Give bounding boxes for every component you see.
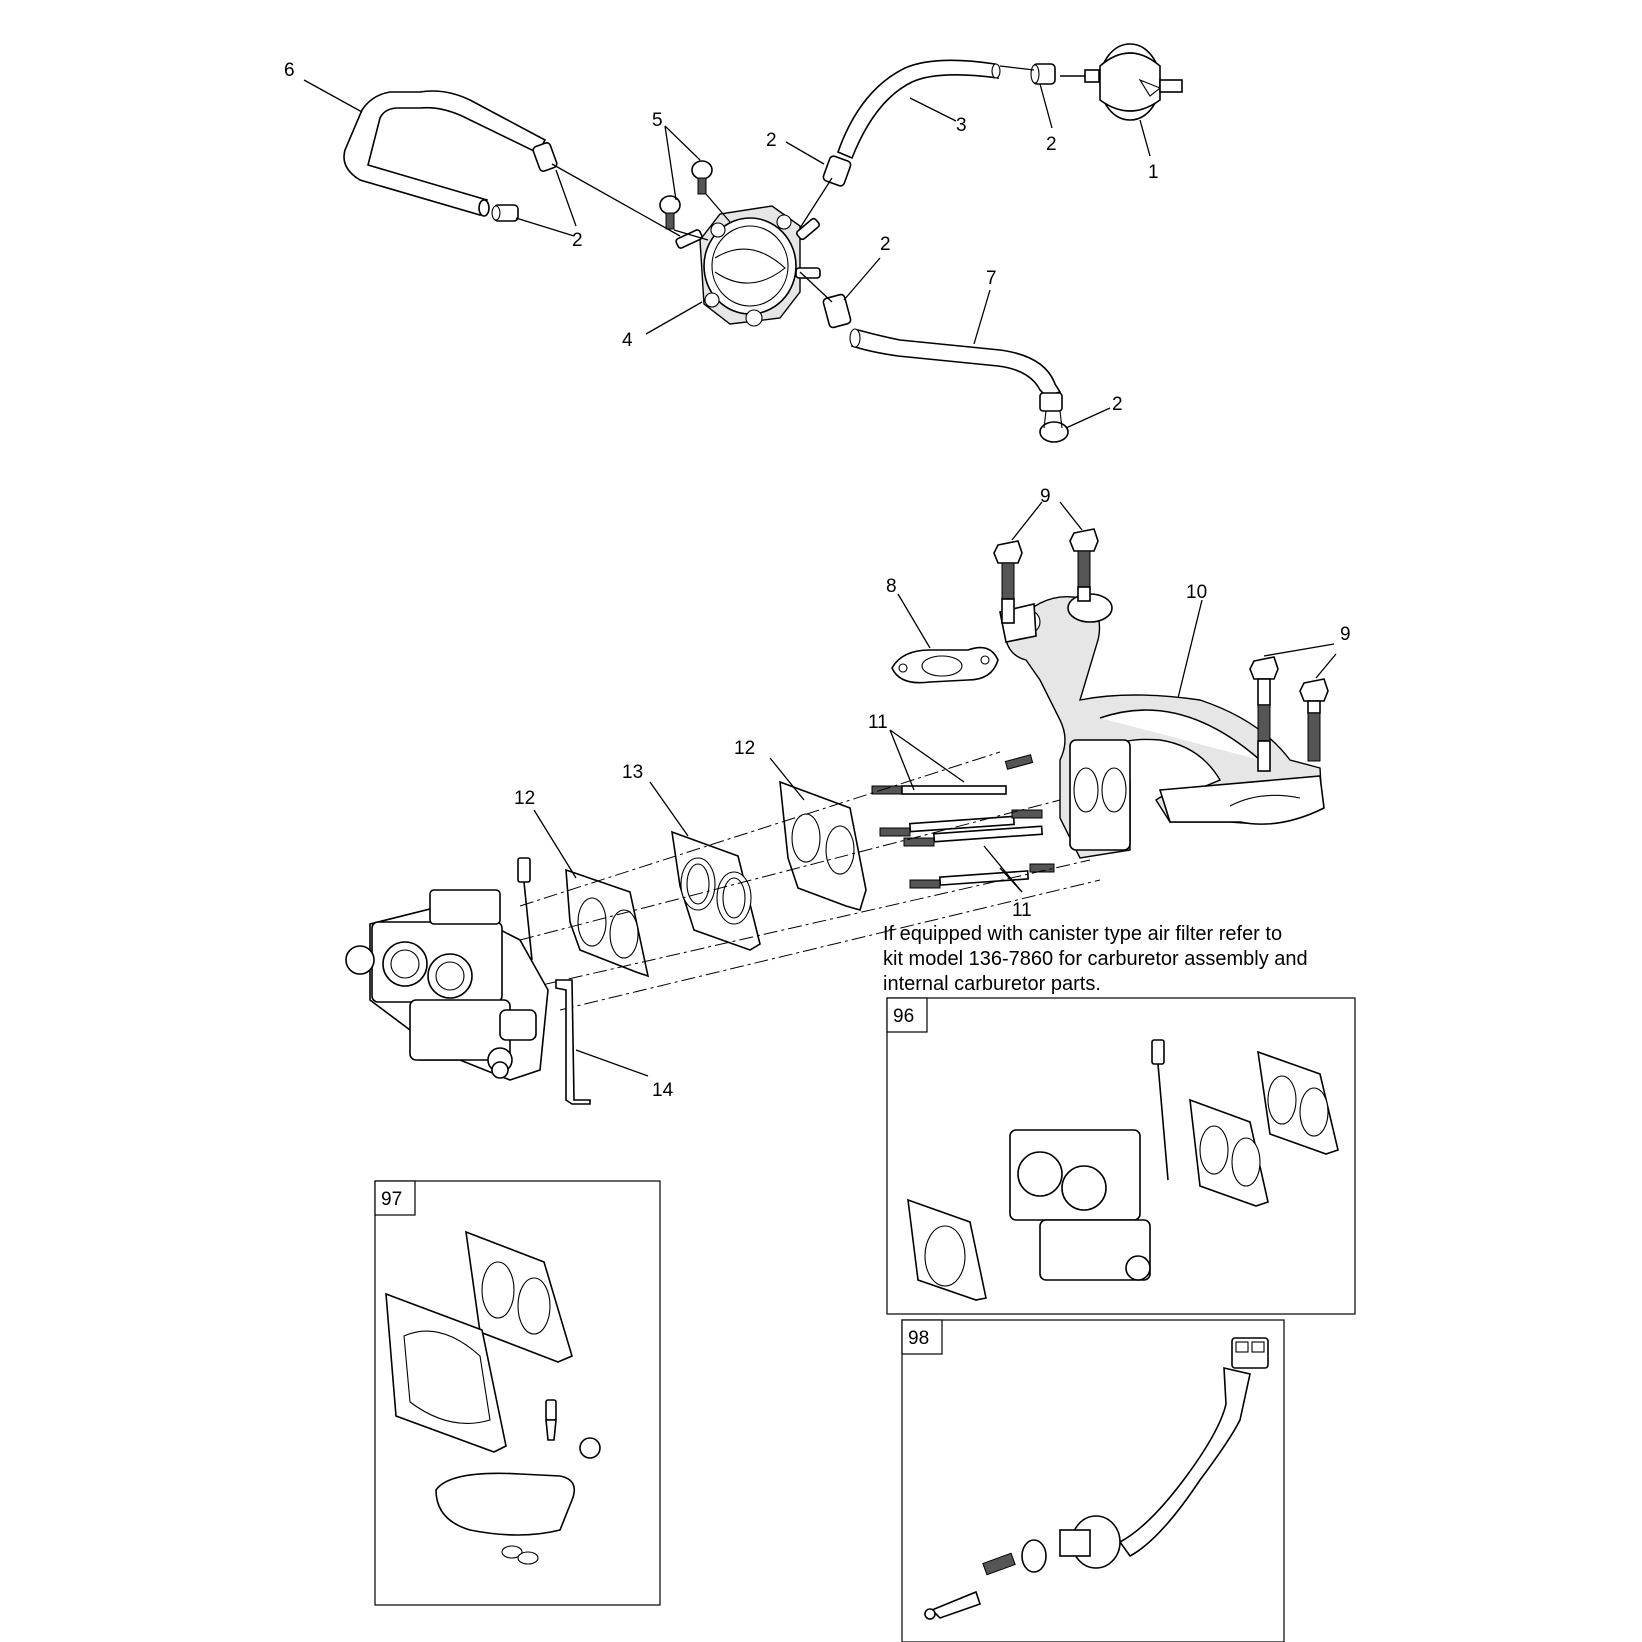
carburetor (345, 889, 549, 1081)
callout-13: 13 (622, 762, 643, 783)
manifold-bolt (1069, 528, 1099, 602)
manifold-bolt (1249, 656, 1279, 772)
kit-tab-96 (886, 997, 928, 1033)
callout-3: 3 (956, 115, 967, 136)
callout-11: 11 (1012, 900, 1032, 921)
fuel-filter (1060, 43, 1183, 121)
callout-2: 2 (766, 130, 777, 151)
kit-96-contents (907, 1039, 1339, 1301)
callout-2: 2 (1112, 394, 1123, 415)
kit-box-97 (374, 1180, 661, 1606)
stud (903, 825, 1044, 847)
callout-10: 10 (1186, 582, 1207, 603)
callout-12: 12 (734, 738, 755, 759)
hose-clamp (1030, 63, 1056, 85)
manifold-bolt (1299, 678, 1329, 762)
callout-9: 9 (1340, 624, 1351, 645)
kit-box-96 (886, 997, 1356, 1315)
kit-97-contents (385, 1230, 601, 1565)
kit-label-96: 96 (893, 1006, 914, 1027)
stud (879, 809, 1043, 837)
gasket-8 (891, 646, 999, 684)
hose-clamp (1039, 392, 1069, 443)
gasket-12 (779, 780, 867, 911)
note-line: If equipped with canister type air filte… (883, 923, 1283, 945)
stud (871, 754, 1034, 795)
pump-screw (659, 195, 681, 230)
note-line: internal carburetor parts. (883, 973, 1101, 995)
kit-98-contents (924, 1337, 1269, 1620)
fuel-hose-3 (836, 59, 1001, 160)
callout-1: 1 (1148, 162, 1159, 183)
kit-box-98 (901, 1319, 1285, 1642)
fuel-pump (675, 205, 821, 327)
gasket-12 (565, 868, 650, 978)
callout-14: 14 (652, 1080, 674, 1101)
callout-7: 7 (986, 268, 997, 289)
callout-2: 2 (572, 230, 583, 251)
stud (909, 863, 1055, 889)
hose-clamp (822, 293, 852, 329)
kit-tab-98 (901, 1319, 943, 1355)
pump-screw (691, 160, 713, 195)
callout-9: 9 (1040, 486, 1051, 507)
canister-filter-note: If equipped with canister type air filte… (883, 922, 1403, 997)
kit-tab-97 (374, 1180, 416, 1216)
hose-clamp (822, 155, 852, 187)
fuel-hose-6 (343, 90, 547, 217)
callout-2: 2 (1046, 134, 1057, 155)
callout-8: 8 (886, 576, 897, 597)
callout-2: 2 (880, 234, 891, 255)
callout-4: 4 (622, 330, 633, 351)
callout-11: 11 (868, 712, 888, 733)
callout-6: 6 (284, 60, 295, 81)
spacer-13 (671, 830, 761, 951)
hose-clamp (532, 142, 558, 172)
fuel-solenoid (517, 857, 533, 961)
kit-label-97: 97 (381, 1189, 402, 1210)
throttle-linkage (555, 979, 591, 1105)
intake-manifold (999, 593, 1325, 859)
hose-clamp (491, 204, 519, 222)
callout-5: 5 (652, 110, 663, 131)
callout-12: 12 (514, 788, 535, 809)
kit-label-98: 98 (908, 1328, 929, 1349)
note-line: kit model 136-7860 for carburetor assemb… (883, 948, 1308, 970)
manifold-bolt (993, 540, 1023, 624)
fuel-hose-7 (849, 328, 1062, 397)
